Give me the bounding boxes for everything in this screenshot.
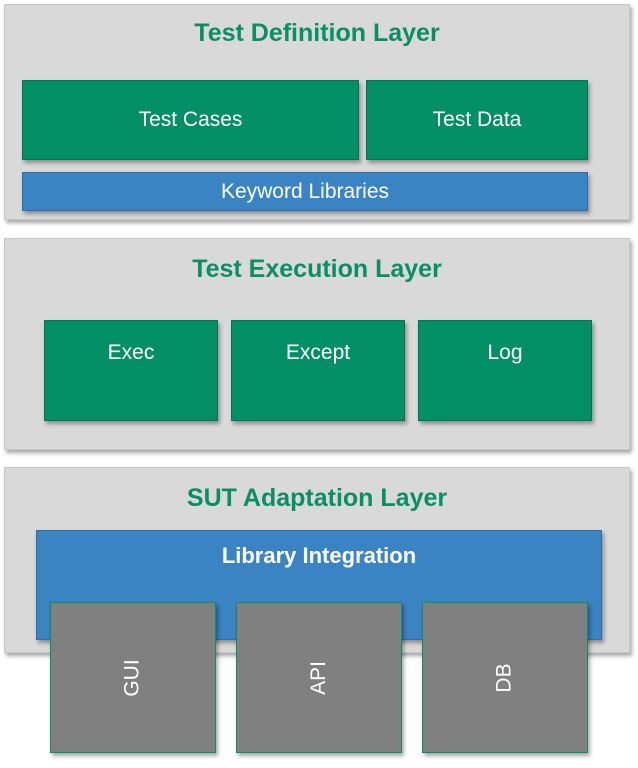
sut-adaptation-layer-title: SUT Adaptation Layer xyxy=(186,484,448,512)
keyword-libraries-label: Keyword Libraries xyxy=(220,179,390,203)
test-execution-layer-title: Test Execution Layer xyxy=(192,255,442,283)
gui-adapter-box: GUI xyxy=(50,602,216,753)
except-label: Except xyxy=(285,341,351,364)
api-label: API xyxy=(306,660,330,695)
gui-label: GUI xyxy=(121,658,144,697)
api-adapter-box: API xyxy=(236,602,402,753)
test-cases-label: Test Cases xyxy=(138,108,243,131)
keyword-libraries-bar: Keyword Libraries xyxy=(22,172,588,211)
db-label: DB xyxy=(493,662,516,693)
db-adapter-box: DB xyxy=(422,602,588,753)
library-integration-label: Library Integration xyxy=(221,543,417,568)
test-data-label: Test Data xyxy=(432,108,522,131)
log-box: Log xyxy=(418,320,592,421)
test-definition-layer-title: Test Definition Layer xyxy=(194,19,440,47)
test-cases-box: Test Cases xyxy=(22,80,359,160)
test-data-box: Test Data xyxy=(366,80,588,160)
exec-box: Exec xyxy=(44,320,218,421)
exec-label: Exec xyxy=(107,341,155,364)
except-box: Except xyxy=(231,320,405,421)
log-label: Log xyxy=(487,341,523,364)
